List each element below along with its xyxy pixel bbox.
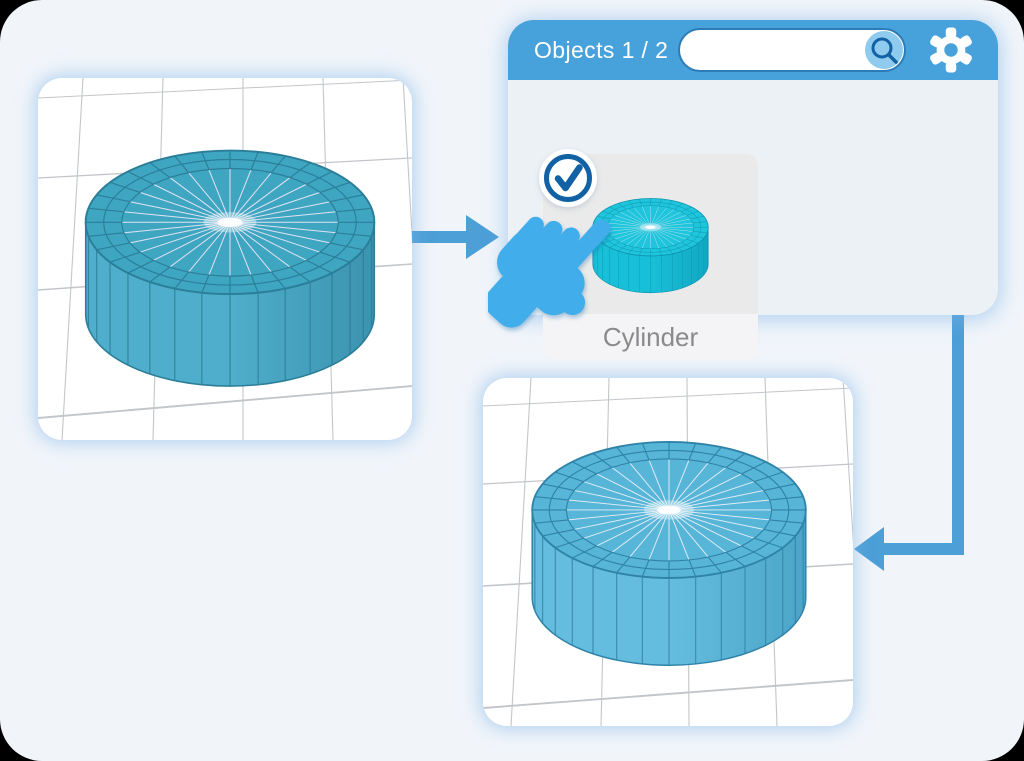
cylinder-model xyxy=(84,149,376,387)
search-box[interactable] xyxy=(678,28,906,72)
settings-gear-icon[interactable] xyxy=(928,27,974,73)
search-icon xyxy=(871,37,898,64)
viewport-original[interactable] xyxy=(38,78,412,440)
selected-check-icon xyxy=(539,149,597,207)
panel-body: Cylinder xyxy=(508,80,998,360)
hand-cursor-icon xyxy=(488,216,611,328)
arrow-elbow-icon xyxy=(854,315,964,571)
panel-title: Objects 1 / 2 xyxy=(534,36,669,63)
arrow-right-icon xyxy=(404,215,499,259)
object-tile-label: Cylinder xyxy=(543,314,758,360)
cylinder-model xyxy=(531,440,807,666)
search-button[interactable] xyxy=(865,31,903,69)
search-input[interactable] xyxy=(694,33,858,69)
cylinder-thumbnail xyxy=(592,198,709,294)
viewport-result[interactable] xyxy=(483,378,853,726)
objects-panel: Objects 1 / 2 xyxy=(508,20,998,360)
panel-header: Objects 1 / 2 xyxy=(508,20,998,80)
object-tile-cylinder[interactable]: Cylinder xyxy=(543,154,758,360)
